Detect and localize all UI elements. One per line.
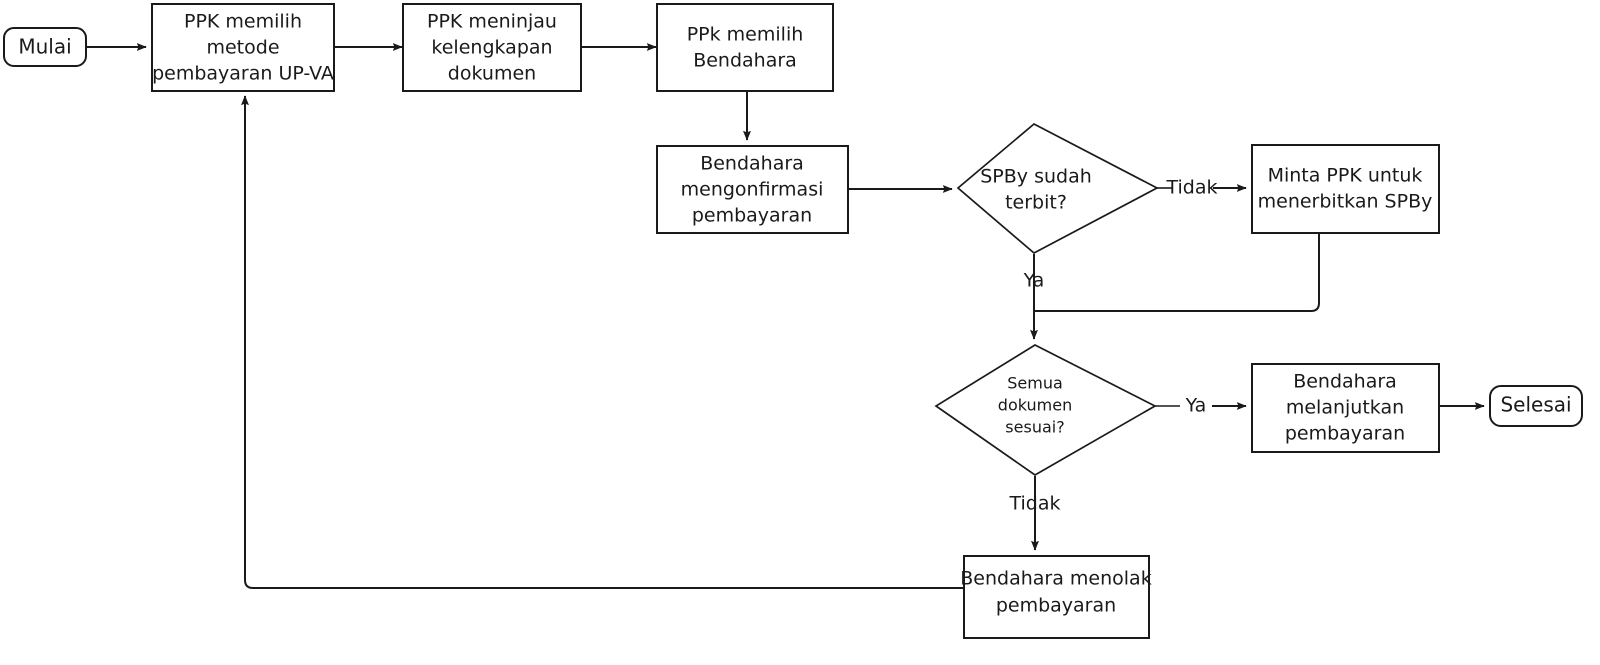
node-tinjau-dokumen-line2: kelengkapan xyxy=(431,37,552,59)
node-end-label: Selesai xyxy=(1500,393,1571,417)
node-minta-ppk-line2: menerbitkan SPBy xyxy=(1258,191,1433,213)
node-tinjau-dokumen-line1: PPK meninjau xyxy=(427,11,557,33)
node-dokumen-sesuai[interactable]: Semua dokumen sesuai? xyxy=(934,344,1157,477)
node-end-shape[interactable] xyxy=(1489,385,1583,427)
node-lanjut-pembayaran-line3: pembayaran xyxy=(1285,423,1405,445)
node-lanjut-pembayaran[interactable]: Bendahara melanjutkan pembayaran xyxy=(1251,363,1440,453)
node-spby-terbit[interactable]: SPBy sudah terbit? xyxy=(956,122,1159,255)
node-pilih-bendahara-line2: Bendahara xyxy=(693,50,797,72)
node-pilih-metode-line3: pembayaran UP-VA xyxy=(152,63,334,85)
node-lanjut-pembayaran-line2: melanjutkan xyxy=(1286,397,1404,419)
node-pilih-bendahara-shape[interactable] xyxy=(656,3,834,92)
node-pilih-bendahara[interactable]: PPk memilih Bendahara xyxy=(656,3,834,92)
node-start-label: Mulai xyxy=(18,35,71,59)
node-spby-terbit-line2: terbit? xyxy=(1005,192,1067,214)
node-dokumen-sesuai-line1: Semua xyxy=(1007,374,1063,393)
node-minta-ppk-line1: Minta PPK untuk xyxy=(1268,165,1423,187)
node-tolak-pembayaran-shape[interactable] xyxy=(963,555,1150,639)
node-konfirmasi-pembayaran-line2: mengonfirmasi xyxy=(681,179,824,201)
node-dokumen-sesuai-line2: dokumen xyxy=(998,396,1072,415)
edge-label-spby-tidak: Tidak xyxy=(1165,177,1217,199)
node-konfirmasi-pembayaran[interactable]: Bendahara mengonfirmasi pembayaran xyxy=(656,145,849,234)
node-lanjut-pembayaran-line1: Bendahara xyxy=(1293,371,1397,393)
node-pilih-bendahara-line1: PPk memilih xyxy=(687,24,804,46)
node-tinjau-dokumen[interactable]: PPK meninjau kelengkapan dokumen xyxy=(402,3,582,92)
node-minta-ppk[interactable]: Minta PPK untuk menerbitkan SPBy xyxy=(1251,144,1440,234)
node-minta-ppk-shape[interactable] xyxy=(1251,144,1440,234)
node-konfirmasi-pembayaran-line3: pembayaran xyxy=(692,205,812,227)
node-tolak-pembayaran-line1: Bendahara menolak xyxy=(960,568,1151,590)
node-tolak-pembayaran[interactable]: Bendahara menolak pembayaran xyxy=(960,555,1152,639)
node-start-shape[interactable] xyxy=(3,27,87,67)
edge-minta-ppk-to-dokumen-sesuai xyxy=(1034,234,1320,312)
node-lanjut-pembayaran-shape[interactable] xyxy=(1251,363,1440,453)
node-dokumen-sesuai-shape[interactable] xyxy=(934,344,1157,477)
node-tinjau-dokumen-shape[interactable] xyxy=(402,3,582,92)
node-pilih-metode[interactable]: PPK memilih metode pembayaran UP-VA xyxy=(151,3,335,92)
node-tinjau-dokumen-line3: dokumen xyxy=(448,63,536,85)
edge-label-sesuai-tidak: Tidak xyxy=(1008,493,1060,515)
node-tolak-pembayaran-line2: pembayaran xyxy=(996,595,1116,617)
edge-labels-layer: Tidak Ya Ya Tidak xyxy=(1008,177,1217,515)
node-dokumen-sesuai-line3: sesuai? xyxy=(1005,418,1064,437)
edges-layer xyxy=(86,43,1485,589)
edge-tolak-pembayaran-to-pilih-metode xyxy=(241,95,963,589)
node-spby-terbit-line1: SPBy sudah xyxy=(980,166,1092,188)
node-konfirmasi-pembayaran-shape[interactable] xyxy=(656,145,849,234)
node-pilih-metode-line1: PPK memilih xyxy=(184,11,302,33)
node-spby-terbit-shape[interactable] xyxy=(956,122,1159,255)
edge-label-spby-ya: Ya xyxy=(1023,270,1045,292)
edge-label-sesuai-ya: Ya xyxy=(1185,395,1207,417)
node-pilih-metode-line2: metode xyxy=(206,37,279,59)
node-pilih-metode-shape[interactable] xyxy=(151,3,335,92)
node-start[interactable]: Mulai xyxy=(3,27,87,67)
node-konfirmasi-pembayaran-line1: Bendahara xyxy=(700,153,804,175)
node-end[interactable]: Selesai xyxy=(1489,385,1583,427)
